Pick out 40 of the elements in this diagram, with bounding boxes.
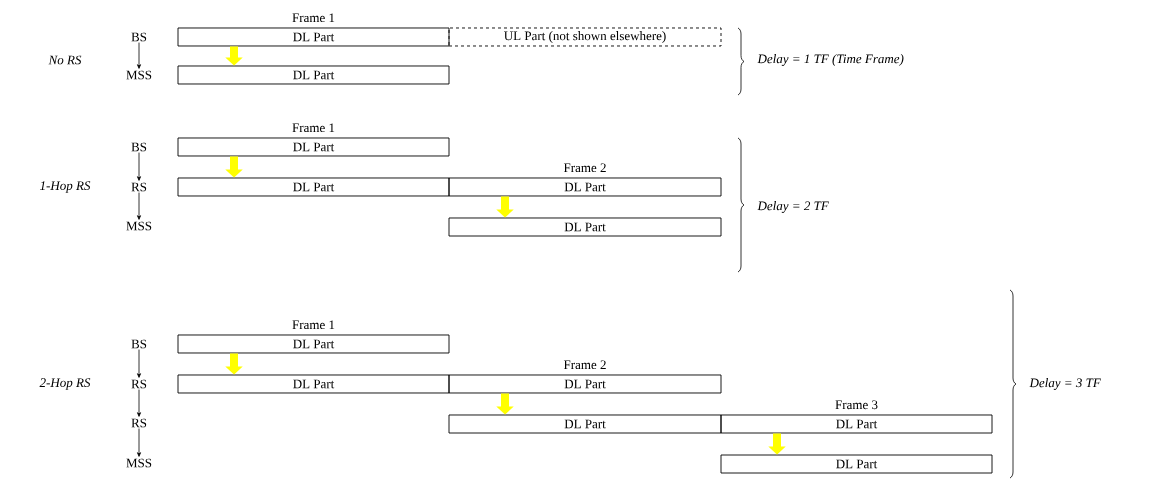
time-slot-box: DL Part: [448, 374, 722, 394]
time-slot-box: DL Part: [177, 177, 450, 197]
time-slot-box: DL Part: [720, 414, 993, 434]
arrow: [137, 428, 141, 457]
frame-label: Frame 3: [835, 400, 878, 410]
time-slot-box: DL Part: [448, 217, 722, 237]
delay-label: Delay = 2 TF: [757, 201, 829, 213]
frame-label: Frame 1: [292, 123, 335, 133]
row-label: No RS: [48, 55, 82, 65]
arrow: [137, 389, 141, 417]
frame-label: Frame 2: [563, 360, 606, 370]
delay-label: Delay = 1 TF (Time Frame): [757, 54, 904, 66]
station-label: BS: [131, 32, 147, 42]
time-slot-box: DL Part: [177, 137, 450, 157]
frame-label: Frame 1: [292, 13, 335, 23]
time-slot-box: DL Part: [177, 374, 450, 394]
arrow: [137, 192, 141, 220]
row-label: 2-Hop RS: [39, 378, 91, 390]
station-label: RS: [131, 182, 147, 192]
arrow: [137, 152, 141, 181]
delay-label: Delay = 3 TF: [1029, 378, 1101, 390]
time-slot-box: DL Part: [177, 27, 450, 47]
row-label: 1-Hop RS: [40, 181, 91, 193]
time-slot-box: DL Part: [720, 454, 993, 474]
station-label: MSS: [126, 458, 152, 468]
station-label: MSS: [126, 70, 152, 80]
frame-label: Frame 1: [292, 320, 335, 330]
arrow: [137, 349, 141, 378]
station-label: RS: [131, 379, 147, 389]
time-slot-box: DL Part: [177, 65, 450, 85]
station-label: BS: [131, 339, 147, 349]
station-label: MSS: [126, 221, 152, 231]
arrow: [137, 42, 141, 69]
station-label: RS: [131, 418, 147, 428]
time-slot-box: DL Part: [448, 414, 722, 434]
time-slot-box: DL Part: [177, 334, 450, 354]
station-label: BS: [131, 142, 147, 152]
time-slot-box: DL Part: [448, 177, 722, 197]
frame-label: Frame 2: [563, 163, 606, 173]
time-slot-box: UL Part (not shown elsewhere): [448, 27, 722, 47]
